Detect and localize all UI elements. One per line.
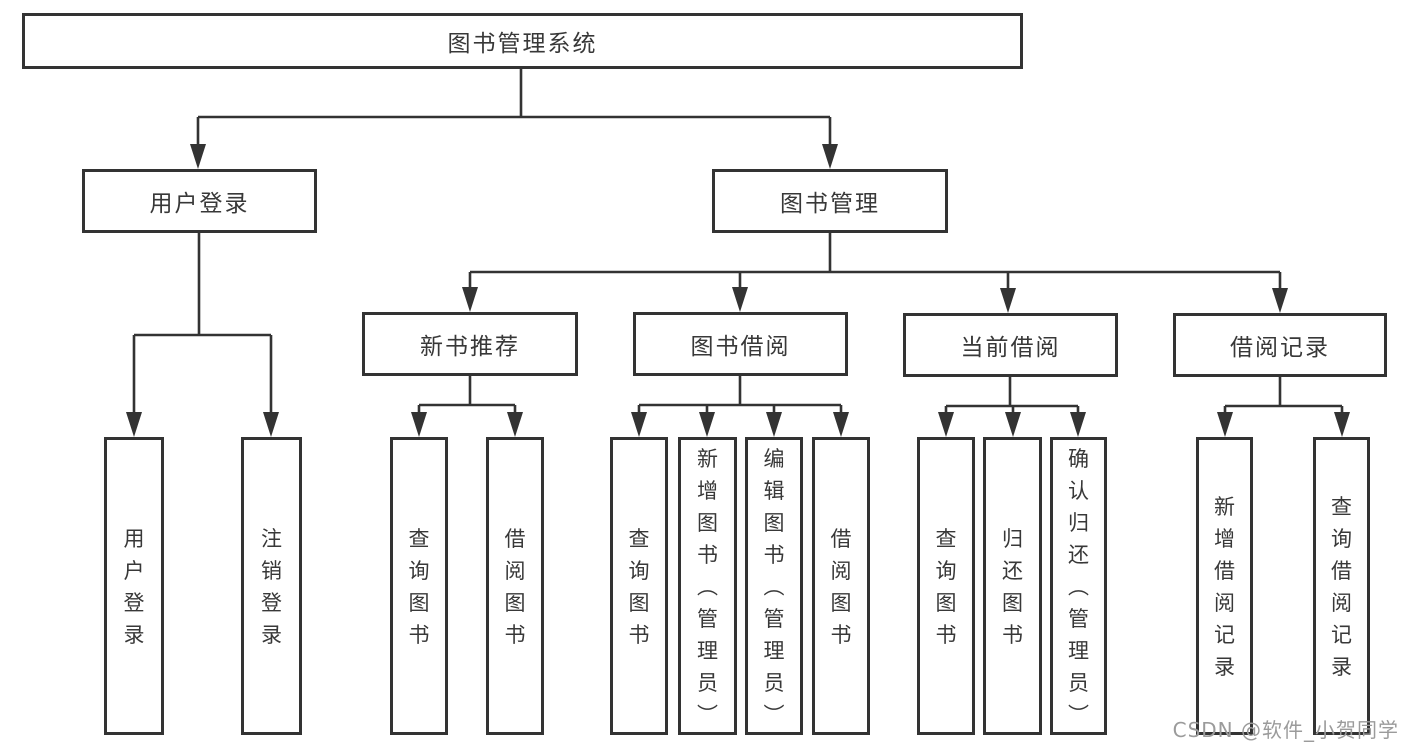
leaf-label: 查询借阅记录 <box>1331 495 1352 679</box>
leaf-label: 用户登录 <box>123 527 145 647</box>
leaf-label: 查询图书 <box>408 527 430 647</box>
node-label: 用户登录 <box>149 191 250 217</box>
node-label: 当前借阅 <box>960 335 1061 361</box>
node-library-management-system: 图书管理系统 <box>22 13 1023 69</box>
leaf-query-books: 查询图书 <box>917 437 975 735</box>
leaf-label: 新增借阅记录 <box>1214 495 1235 679</box>
leaf-confirm-return-admin: 确认归还（管理员） <box>1050 437 1107 735</box>
leaf-user-login: 用户登录 <box>104 437 164 735</box>
leaf-label: 注销登录 <box>261 527 282 647</box>
leaf-label: 新增图书（管理员） <box>694 447 719 725</box>
node-book-borrowing: 图书借阅 <box>633 312 848 376</box>
leaf-label: 查询图书 <box>935 527 957 647</box>
node-label: 图书管理 <box>780 191 880 217</box>
leaf-logout: 注销登录 <box>241 437 302 735</box>
node-label: 图书借阅 <box>690 334 791 360</box>
leaf-label: 编辑图书（管理员） <box>761 447 785 725</box>
leaf-add-book-admin: 新增图书（管理员） <box>678 437 737 735</box>
leaf-label: 借阅图书 <box>504 527 526 647</box>
leaf-borrow-books: 借阅图书 <box>486 437 544 735</box>
node-current-borrowing: 当前借阅 <box>903 313 1118 377</box>
csdn-watermark: CSDN @软件_小贺同学 <box>1172 718 1399 742</box>
leaf-label: 查询图书 <box>628 527 650 647</box>
node-label: 新书推荐 <box>420 334 520 360</box>
node-label: 借阅记录 <box>1230 335 1330 361</box>
leaf-query-books: 查询图书 <box>610 437 668 735</box>
node-new-book-recommendation: 新书推荐 <box>362 312 578 376</box>
leaf-label: 归还图书 <box>1002 527 1023 647</box>
leaf-add-borrow-record: 新增借阅记录 <box>1196 437 1253 735</box>
leaf-label: 借阅图书 <box>830 527 852 647</box>
leaf-edit-book-admin: 编辑图书（管理员） <box>745 437 803 735</box>
node-book-management: 图书管理 <box>712 169 948 233</box>
leaf-borrow-books: 借阅图书 <box>812 437 870 735</box>
node-user-login: 用户登录 <box>82 169 317 233</box>
node-borrowing-records: 借阅记录 <box>1173 313 1387 377</box>
leaf-query-books: 查询图书 <box>390 437 448 735</box>
leaf-label: 确认归还（管理员） <box>1065 447 1090 725</box>
leaf-return-books: 归还图书 <box>983 437 1042 735</box>
node-label: 图书管理系统 <box>447 31 598 57</box>
leaf-query-borrow-record: 查询借阅记录 <box>1313 437 1370 735</box>
